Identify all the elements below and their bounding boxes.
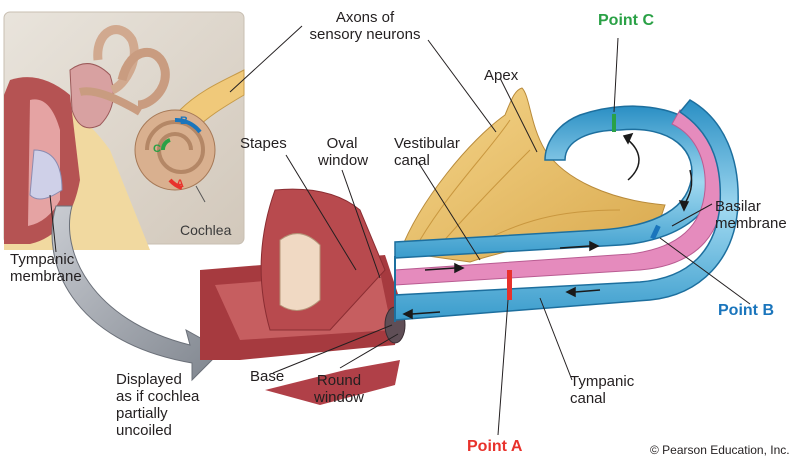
label-vestibular-canal: Vestibular canal [394, 135, 460, 169]
label-round-window-line1: Round [305, 372, 373, 389]
label-axons-line1: Axons of [300, 9, 430, 26]
point-c-marker [612, 114, 616, 132]
label-cochlea: Cochlea [180, 222, 231, 239]
label-basilar-membrane-line2: membrane [715, 215, 787, 232]
point-a-marker [507, 270, 512, 300]
label-point-b: Point B [718, 302, 774, 319]
label-tympanic-membrane-line2: membrane [10, 268, 82, 285]
label-tympanic-canal: Tympanic canal [570, 373, 634, 407]
label-displayed-note-line4: uncoiled [116, 422, 199, 439]
copyright-notice: © Pearson Education, Inc. [650, 442, 790, 459]
label-oval-window-line2: window [318, 152, 366, 169]
label-axons: Axons of sensory neurons [300, 9, 430, 43]
label-point-a: Point A [467, 438, 522, 455]
inset-marker-b: B [180, 115, 188, 127]
label-axons-line2: sensory neurons [300, 26, 430, 43]
label-displayed-note-line1: Displayed [116, 371, 199, 388]
label-round-window: Round window [305, 372, 373, 406]
ear-inset [4, 12, 244, 250]
label-stapes: Stapes [240, 135, 287, 152]
label-vestibular-canal-line1: Vestibular [394, 135, 460, 152]
label-oval-window-line1: Oval [318, 135, 366, 152]
label-displayed-note: Displayed as if cochlea partially uncoil… [116, 371, 199, 439]
label-basilar-membrane-line1: Basilar [715, 198, 787, 215]
label-vestibular-canal-line2: canal [394, 152, 460, 169]
label-displayed-note-line3: partially [116, 405, 199, 422]
label-base: Base [250, 368, 284, 385]
label-tympanic-membrane-line1: Tympanic [10, 251, 82, 268]
label-basilar-membrane: Basilar membrane [715, 198, 787, 232]
label-oval-window: Oval window [318, 135, 366, 169]
label-tympanic-membrane: Tympanic membrane [10, 251, 82, 285]
inset-marker-c: C [153, 143, 161, 155]
label-tympanic-canal-line1: Tympanic [570, 373, 634, 390]
label-displayed-note-line2: as if cochlea [116, 388, 199, 405]
inset-marker-a: A [176, 178, 184, 190]
label-apex: Apex [484, 67, 518, 84]
label-round-window-line2: window [305, 389, 373, 406]
label-point-c: Point C [598, 12, 654, 29]
label-tympanic-canal-line2: canal [570, 390, 634, 407]
